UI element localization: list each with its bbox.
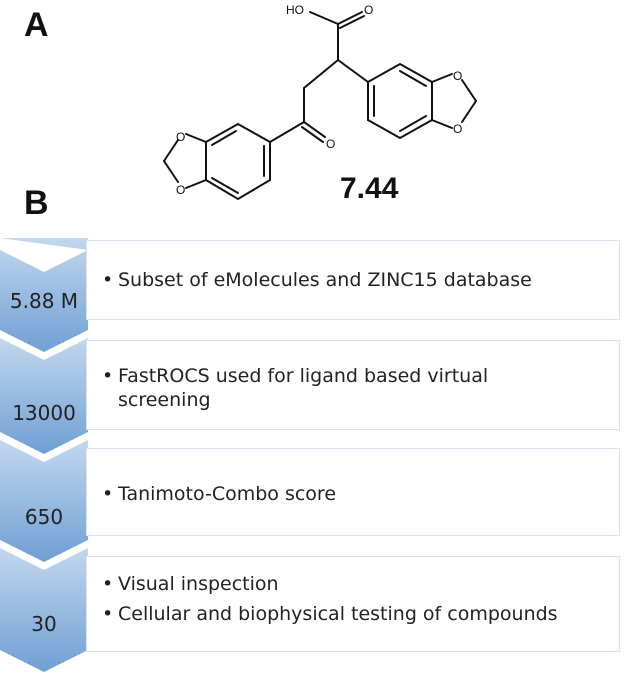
- step-count-3: 650: [24, 505, 64, 529]
- atom-label-dioxole-right-bottom: O: [453, 122, 462, 136]
- step-bullets-1: Subset of eMolecules and ZINC15 database: [102, 268, 602, 298]
- atom-label-acid-o: O: [364, 3, 373, 17]
- chevron-step-4: [0, 548, 88, 672]
- bullet-item: Cellular and biophysical testing of comp…: [102, 602, 622, 626]
- atom-label-dioxole-left-top: O: [176, 130, 185, 144]
- atom-label-dioxole-left-bottom: O: [176, 183, 185, 197]
- panel-label-a: A: [24, 6, 49, 44]
- step-count-2: 13000: [12, 401, 76, 425]
- bullet-item: Subset of eMolecules and ZINC15 database: [102, 268, 602, 292]
- step-bullets-3: Tanimoto-Combo score: [102, 482, 602, 512]
- step-count-1: 5.88 M: [9, 289, 79, 313]
- bullet-item: Tanimoto-Combo score: [102, 482, 602, 506]
- bullet-item: Visual inspection: [102, 572, 622, 596]
- bullet-item: FastROCS used for ligand based virtual s…: [102, 364, 572, 412]
- chevron-step-3: [0, 440, 88, 562]
- atom-label-ho: HO: [286, 3, 304, 17]
- step-count-4: 30: [31, 612, 57, 636]
- chevron-step-1: [0, 238, 88, 352]
- step-bullets-4: Visual inspection Cellular and biophysic…: [102, 572, 622, 632]
- panel-label-b: B: [24, 184, 49, 222]
- step-bullets-2: FastROCS used for ligand based virtual s…: [102, 364, 572, 418]
- atom-label-dioxole-right-top: O: [453, 69, 462, 83]
- chevron-step-2: [0, 338, 88, 454]
- chemical-structure: HO O O O O O O: [163, 3, 477, 201]
- compound-id: 7.44: [340, 172, 399, 205]
- atom-label-ketone-o: O: [326, 137, 335, 151]
